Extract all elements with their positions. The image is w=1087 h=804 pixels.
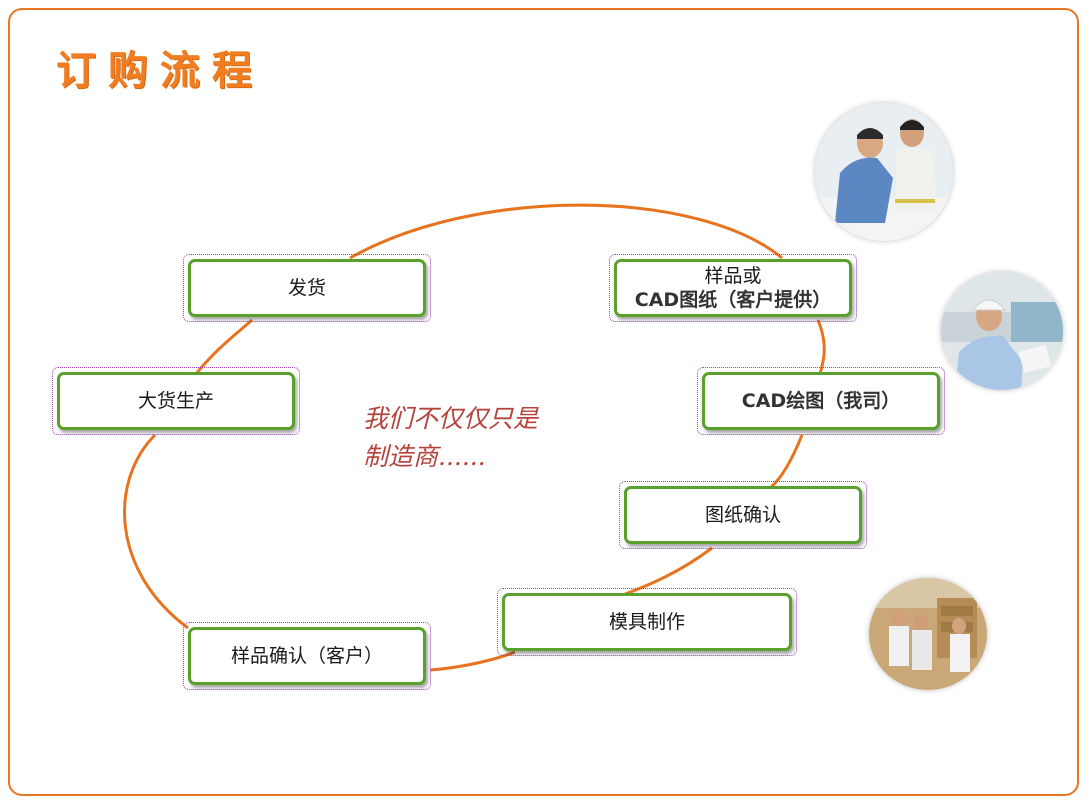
slogan-line1: 我们不仅仅只是 bbox=[363, 404, 539, 433]
step-sample-label-line1: 样品或 bbox=[704, 265, 762, 287]
step-cad-drawing: CAD绘图（我司） bbox=[697, 367, 945, 435]
step-sample-confirm-label: 样品确认（客户） bbox=[230, 645, 383, 667]
slogan: 我们不仅仅只是 制造商...... bbox=[363, 400, 603, 476]
step-sample-or-cad: 样品或 CAD图纸（客户提供） bbox=[609, 254, 857, 322]
step-shipping-label: 发货 bbox=[287, 277, 326, 299]
step-drawing-confirm-label: 图纸确认 bbox=[704, 504, 781, 526]
step-sample-confirm: 样品确认（客户） bbox=[183, 622, 431, 690]
slide-frame bbox=[8, 8, 1079, 796]
connector-sampleconfirm-to-production bbox=[123, 433, 189, 630]
connector-shipping-to-sample bbox=[349, 203, 783, 260]
connector-production-to-shipping bbox=[194, 318, 253, 375]
page-title: 订购流程 bbox=[56, 48, 264, 94]
connector-cad-to-confirm bbox=[769, 434, 804, 490]
step-mass-production-label: 大货生产 bbox=[137, 390, 214, 412]
photo-warehouse-team bbox=[869, 578, 987, 690]
step-shipping: 发货 bbox=[183, 254, 431, 322]
step-mold-making-label: 模具制作 bbox=[608, 611, 685, 633]
photo-engineer-with-hardhat bbox=[941, 272, 1063, 390]
step-mass-production: 大货生产 bbox=[52, 367, 300, 435]
connector-confirm-to-mold bbox=[619, 546, 713, 598]
photo-engineers-at-desk bbox=[815, 103, 953, 241]
slogan-line2: 制造商...... bbox=[363, 442, 486, 471]
step-mold-making: 模具制作 bbox=[497, 588, 797, 656]
connector-sample-to-cad bbox=[816, 319, 826, 375]
step-sample-label-line2: CAD图纸（客户提供） bbox=[634, 289, 832, 311]
connector-mold-to-sampleconfirm bbox=[429, 650, 516, 672]
step-drawing-confirm: 图纸确认 bbox=[619, 481, 867, 549]
step-cad-drawing-label: CAD绘图（我司） bbox=[741, 390, 901, 412]
